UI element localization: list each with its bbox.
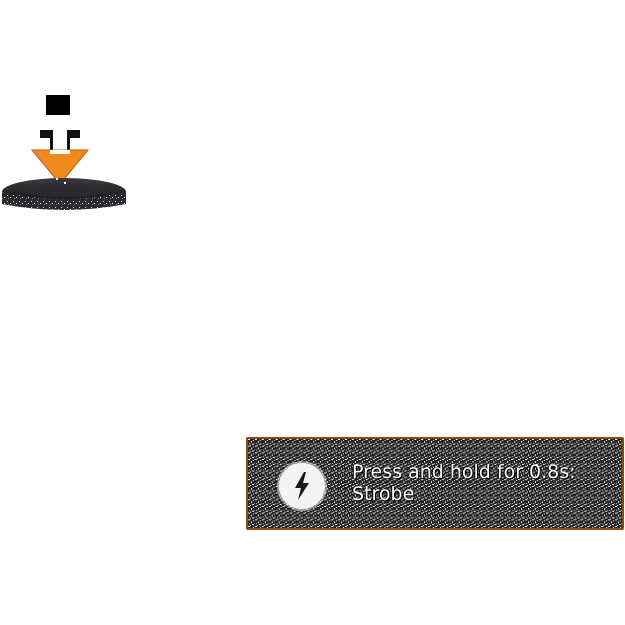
hint-line-2: Strobe	[352, 483, 415, 505]
hint-line-1: Press and hold for 0.8s:	[352, 461, 576, 483]
press-down-arrow-icon	[0, 92, 130, 216]
strobe-hint-card: Press and hold for 0.8s: Strobe	[246, 437, 624, 530]
hint-text: Press and hold for 0.8s: Strobe	[352, 461, 614, 505]
lightning-icon	[279, 463, 325, 509]
